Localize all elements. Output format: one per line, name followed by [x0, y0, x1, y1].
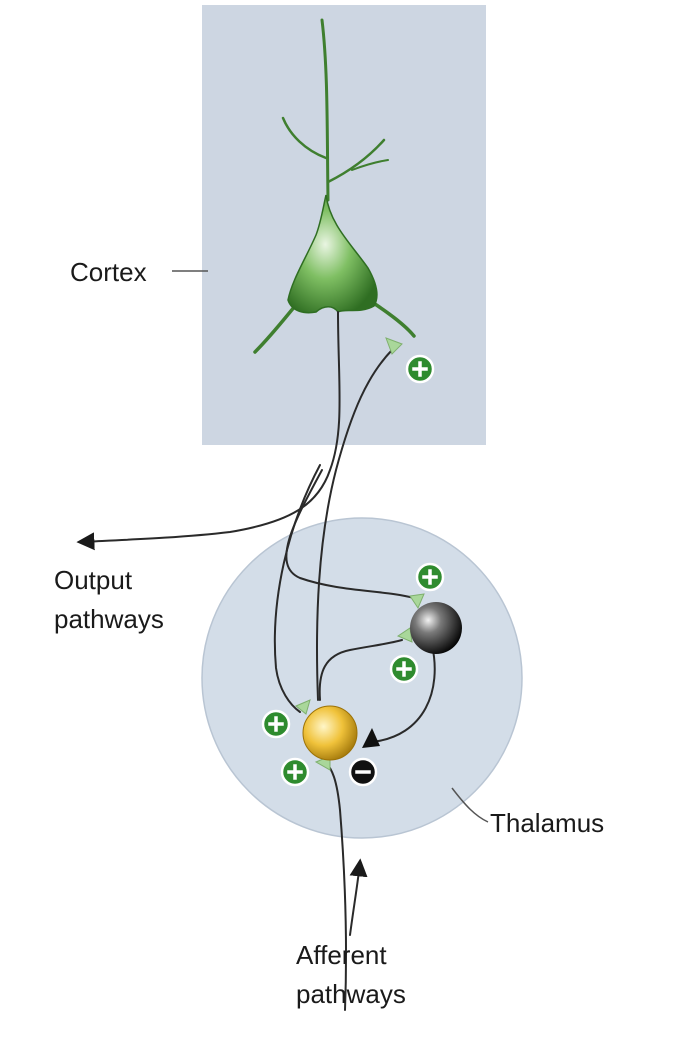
corticothalamic-feedback-2	[285, 469, 415, 599]
thalamus-region	[201, 517, 523, 839]
interneuron-loop	[371, 644, 436, 743]
afferent-pathways-label-line1: Afferent	[296, 940, 387, 970]
afferent-arrow	[349, 858, 368, 936]
cortical-output-axon	[76, 311, 341, 551]
corticothalamic-feedback-1	[273, 464, 321, 713]
afferent-axon	[324, 761, 348, 1011]
excitatory-sign-interneuron-bottom	[389, 654, 419, 684]
pyramidal-neuron	[287, 194, 378, 314]
excitatory-sign-interneuron-top	[415, 562, 445, 592]
thalamus-leader-line	[451, 787, 489, 823]
cortex-label: Cortex	[70, 257, 147, 287]
excitatory-sign-cortex	[405, 354, 435, 384]
inhibitory-sign	[348, 757, 378, 787]
synapse-cortex	[385, 337, 403, 355]
synapse-relay-left	[295, 699, 311, 715]
output-pathways-label-line2: pathways	[54, 604, 164, 634]
cortex-region	[202, 5, 486, 445]
nerve-fibers	[76, 311, 436, 1011]
relay-collateral	[318, 639, 403, 701]
excitatory-sign-relay-left	[261, 709, 291, 739]
inhibitory-terminal	[362, 728, 380, 748]
thalamus-label: Thalamus	[490, 808, 604, 838]
interneuron	[410, 602, 462, 654]
relay-neuron	[302, 705, 358, 761]
output-pathways-label-line1: Output	[54, 565, 133, 595]
synapse-interneuron-top	[409, 593, 425, 610]
thalamocortical-axon	[316, 349, 393, 701]
excitatory-sign-relay-bottom	[280, 757, 310, 787]
afferent-pathways-label-line2: pathways	[296, 979, 406, 1009]
